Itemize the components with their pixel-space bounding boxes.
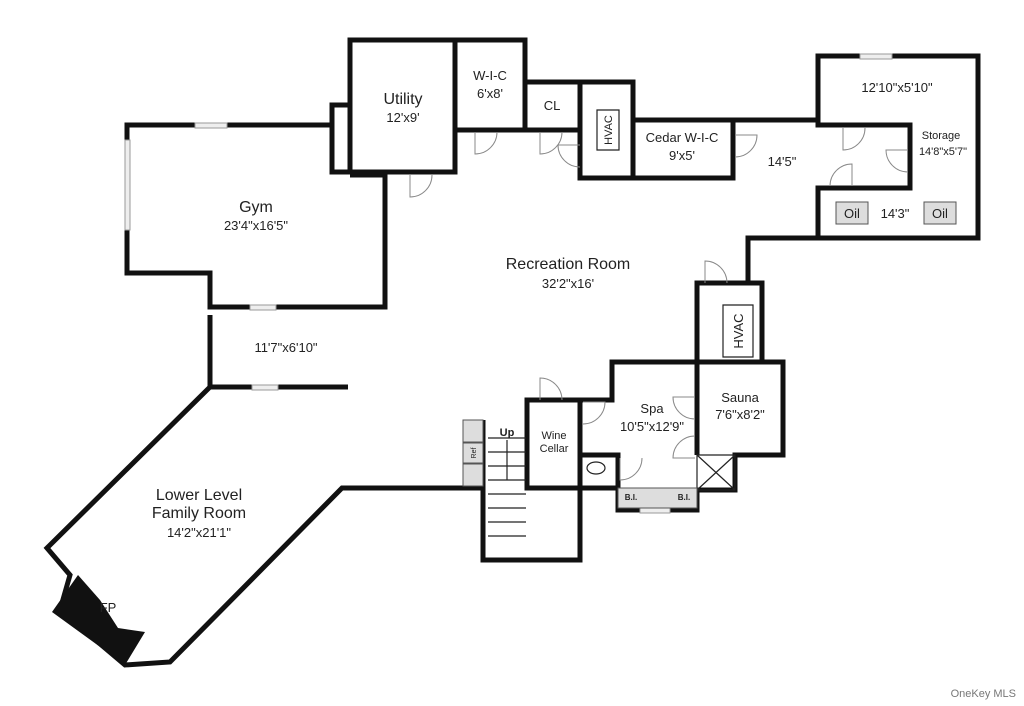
oil-label-1: Oil	[844, 206, 860, 221]
family-name-1: Lower Level	[156, 487, 242, 504]
window	[194, 122, 228, 129]
family-name-2: Family Room	[152, 505, 246, 522]
shower-x	[696, 454, 736, 491]
window	[639, 507, 671, 514]
family-size: 14'2"x21'1"	[167, 525, 231, 540]
cl-name: CL	[544, 98, 561, 113]
storage-top-size: 12'10"x5'10"	[861, 80, 933, 95]
hvac-box-1	[596, 109, 620, 151]
oil-tank	[923, 201, 957, 225]
oil-dim: 14'3"	[881, 206, 910, 221]
wall-stairs	[480, 397, 583, 563]
foyer-size: 11'7"x6'10"	[254, 340, 317, 355]
gym-size: 23'4"x16'5"	[224, 218, 288, 233]
wall-utility	[347, 37, 636, 181]
bi-label-1: B.I.	[625, 493, 637, 502]
hvac2-name: HVAC	[731, 313, 746, 348]
stairs	[488, 437, 526, 537]
storage-name: Storage	[922, 130, 961, 142]
wine-name-1: Wine	[541, 430, 566, 442]
hall-dim: 14'5"	[768, 154, 797, 169]
range	[462, 463, 484, 487]
refrigerator	[462, 442, 484, 464]
ref-label: Ref	[471, 448, 478, 459]
wall-storage-inner	[815, 120, 913, 238]
toilet-icon	[586, 461, 606, 475]
utility-size: 12'x9'	[386, 110, 419, 125]
vanity	[617, 487, 698, 509]
window	[859, 53, 893, 60]
stairs-up-label: Up	[500, 427, 515, 439]
window	[249, 304, 277, 311]
wic-name: W-I-C	[473, 68, 507, 83]
wall-gym	[124, 122, 388, 310]
bi-label-2: B.I.	[678, 493, 690, 502]
spa-name: Spa	[640, 401, 664, 416]
wic-size: 6'x8'	[477, 86, 503, 101]
window	[124, 139, 131, 231]
fp-label: FP	[100, 600, 117, 615]
window	[251, 384, 279, 391]
sauna-name: Sauna	[721, 390, 759, 405]
wine-name-2: Cellar	[540, 443, 569, 455]
fireplace	[52, 575, 145, 665]
hvac1-name: HVAC	[603, 115, 615, 145]
sauna-size: 7'6"x8'2"	[715, 407, 765, 422]
watermark: OneKey MLS	[950, 688, 1016, 700]
recreation-size: 32'2"x16'	[542, 276, 594, 291]
utility-name: Utility	[383, 91, 422, 108]
oil-tank	[835, 201, 869, 225]
gym-name: Gym	[239, 199, 273, 216]
storage-size: 14'8"x5'7"	[919, 146, 967, 158]
counter	[462, 419, 484, 443]
doors	[409, 127, 909, 481]
oil-label-2: Oil	[932, 206, 948, 221]
wall-utility-inner	[350, 40, 580, 175]
cedar-name: Cedar W-I-C	[646, 130, 719, 145]
wall-utility-left	[329, 102, 350, 175]
hvac-box-2	[722, 304, 754, 358]
recreation-name: Recreation Room	[506, 256, 631, 273]
cedar-size: 9'x5'	[669, 148, 695, 163]
spa-size: 10'5"x12'9"	[620, 419, 684, 434]
